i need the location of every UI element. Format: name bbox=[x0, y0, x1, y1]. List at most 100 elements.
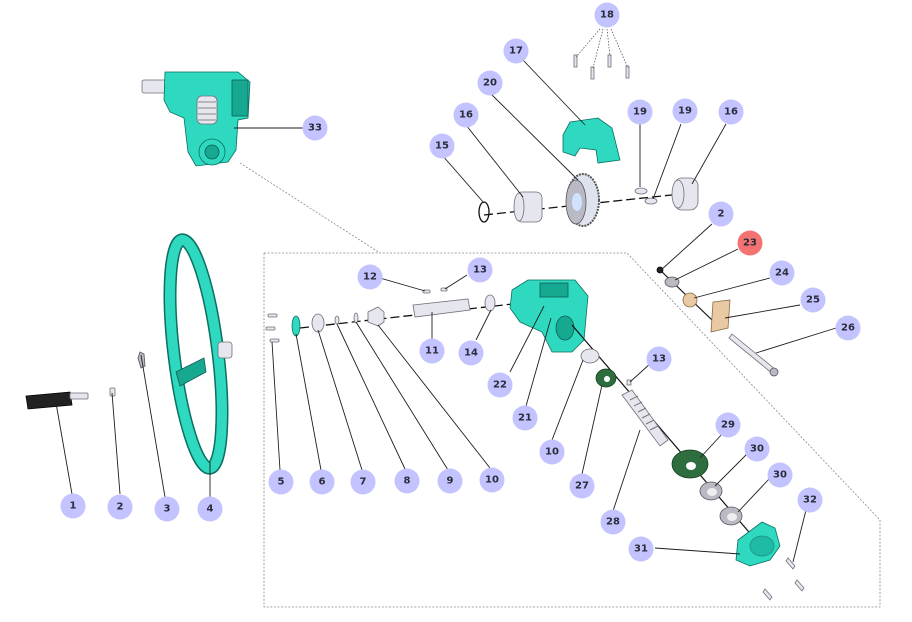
callout-label: 33 bbox=[308, 123, 322, 134]
callout-25[interactable]: 25 bbox=[800, 287, 826, 313]
callout-17[interactable]: 17 bbox=[503, 38, 529, 64]
shaft-icon bbox=[412, 298, 471, 318]
screws-icon bbox=[762, 557, 805, 601]
callout-31[interactable]: 31 bbox=[628, 536, 654, 562]
callout-6[interactable]: 6 bbox=[309, 469, 335, 495]
callout-16[interactable]: 16 bbox=[718, 99, 744, 125]
callout-7[interactable]: 7 bbox=[350, 469, 376, 495]
gear-icon bbox=[565, 173, 600, 227]
callout-18[interactable]: 18 bbox=[594, 2, 620, 28]
spacer-icon bbox=[682, 292, 698, 308]
nut-icon bbox=[656, 266, 664, 274]
callout-12[interactable]: 12 bbox=[357, 264, 383, 290]
handwheel-icon bbox=[163, 233, 233, 475]
callout-label: 26 bbox=[841, 323, 855, 334]
callout-24[interactable]: 24 bbox=[769, 260, 795, 286]
callout-circle bbox=[453, 102, 479, 128]
callout-label: 1 bbox=[70, 501, 77, 512]
callout-3[interactable]: 3 bbox=[154, 496, 180, 522]
worm-screw-icon bbox=[621, 389, 669, 447]
end-cap-icon bbox=[735, 521, 781, 567]
callout-4[interactable]: 4 bbox=[197, 496, 223, 522]
callout-label: 12 bbox=[363, 272, 377, 283]
callout-circle bbox=[503, 38, 529, 64]
callout-circle bbox=[394, 468, 420, 494]
callout-circle bbox=[715, 412, 741, 438]
callout-circle bbox=[479, 467, 505, 493]
bearing-inner bbox=[727, 513, 737, 521]
callout-label: 22 bbox=[493, 380, 507, 391]
callout-10[interactable]: 10 bbox=[539, 439, 565, 465]
callout-8[interactable]: 8 bbox=[394, 468, 420, 494]
bushing-icon bbox=[580, 348, 600, 364]
callout-1[interactable]: 1 bbox=[60, 493, 86, 519]
callout-label: 17 bbox=[509, 46, 523, 57]
callout-15[interactable]: 15 bbox=[429, 133, 455, 159]
detail-view-boundary bbox=[263, 252, 881, 608]
callout-label: 18 bbox=[600, 10, 614, 21]
washer-icon bbox=[664, 276, 680, 288]
callout-26[interactable]: 26 bbox=[835, 315, 861, 341]
callout-29[interactable]: 29 bbox=[715, 412, 741, 438]
callout-14[interactable]: 14 bbox=[458, 340, 484, 366]
pin-icon bbox=[626, 379, 632, 386]
callout-circle bbox=[594, 2, 620, 28]
callout-16[interactable]: 16 bbox=[453, 102, 479, 128]
callout-label: 25 bbox=[806, 295, 820, 306]
callout-label: 8 bbox=[404, 476, 411, 487]
callout-2[interactable]: 2 bbox=[708, 201, 734, 227]
callout-10[interactable]: 10 bbox=[479, 467, 505, 493]
callout-circle bbox=[797, 487, 823, 513]
callout-28[interactable]: 28 bbox=[600, 509, 626, 535]
callout-23-highlighted[interactable]: 23 bbox=[737, 230, 763, 256]
callout-circle bbox=[708, 201, 734, 227]
callout-circle bbox=[350, 469, 376, 495]
callout-30[interactable]: 30 bbox=[767, 462, 793, 488]
callout-30[interactable]: 30 bbox=[744, 436, 770, 462]
callouts: 33 1 2 3 4 5 6 7 8 9 10 10 11 12 13 13 1… bbox=[60, 2, 861, 562]
callout-circle bbox=[767, 462, 793, 488]
bearing-icon bbox=[671, 177, 699, 211]
callout-circle bbox=[429, 133, 455, 159]
callout-11[interactable]: 11 bbox=[419, 338, 445, 364]
callout-33[interactable]: 33 bbox=[302, 115, 328, 141]
callout-label: 2 bbox=[718, 209, 725, 220]
callout-13[interactable]: 13 bbox=[646, 346, 672, 372]
callout-9[interactable]: 9 bbox=[437, 468, 463, 494]
handle-knob-icon bbox=[25, 391, 89, 410]
callout-19[interactable]: 19 bbox=[627, 99, 653, 125]
callout-19[interactable]: 19 bbox=[672, 98, 698, 124]
callout-2[interactable]: 2 bbox=[107, 494, 133, 520]
callout-circle bbox=[107, 494, 133, 520]
callout-circle bbox=[477, 70, 503, 96]
callout-21[interactable]: 21 bbox=[512, 405, 538, 431]
callout-label: 27 bbox=[575, 481, 589, 492]
washer-icon bbox=[484, 294, 496, 312]
callout-label: 30 bbox=[750, 444, 764, 455]
callout-circle bbox=[672, 98, 698, 124]
callout-22[interactable]: 22 bbox=[487, 372, 513, 398]
callout-circle bbox=[197, 496, 223, 522]
bolt-head bbox=[769, 367, 779, 377]
callout-20[interactable]: 20 bbox=[477, 70, 503, 96]
callout-circle bbox=[627, 99, 653, 125]
callout-circle bbox=[309, 469, 335, 495]
callout-32[interactable]: 32 bbox=[797, 487, 823, 513]
seal-ring-hole bbox=[686, 462, 696, 470]
callout-label: 32 bbox=[803, 495, 817, 506]
callout-circle bbox=[569, 473, 595, 499]
callout-27[interactable]: 27 bbox=[569, 473, 595, 499]
callout-label: 11 bbox=[425, 346, 439, 357]
circlip-icon bbox=[478, 201, 490, 223]
bearing-inner bbox=[707, 488, 717, 496]
callout-label: 29 bbox=[721, 420, 735, 431]
callout-label: 4 bbox=[207, 504, 214, 515]
callout-13[interactable]: 13 bbox=[467, 257, 493, 283]
callout-label: 31 bbox=[634, 544, 648, 555]
callout-label: 16 bbox=[724, 107, 738, 118]
callout-label: 13 bbox=[652, 354, 666, 365]
key-icon bbox=[634, 187, 648, 195]
callout-circle bbox=[268, 469, 294, 495]
callout-5[interactable]: 5 bbox=[268, 469, 294, 495]
